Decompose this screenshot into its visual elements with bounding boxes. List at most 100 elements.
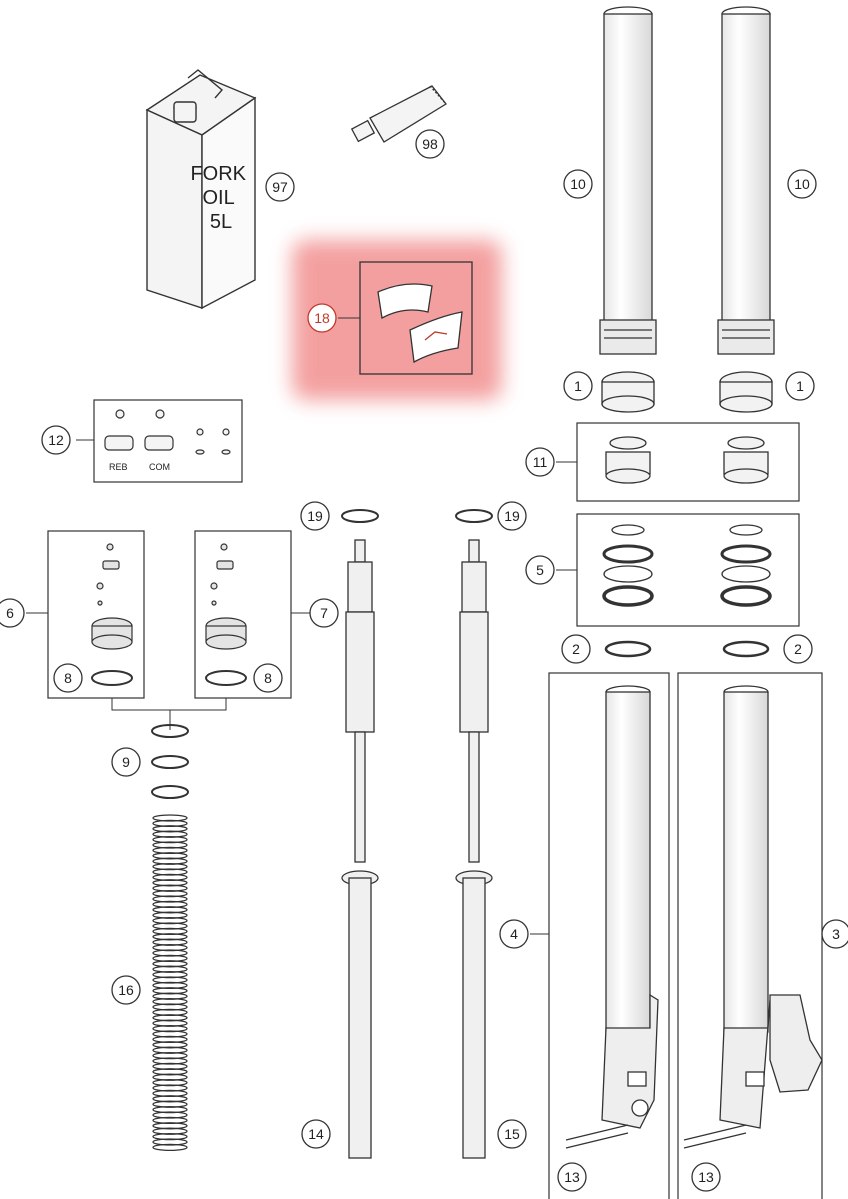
part-6-box (47, 530, 145, 699)
callout-number: 11 (533, 454, 548, 470)
leader-lines (26, 317, 824, 935)
callout-circle (821, 919, 848, 949)
spacers-9 (151, 724, 189, 799)
retaining-rings (604, 640, 770, 658)
callout-8[interactable]: 8 (253, 663, 283, 693)
callout-circle (111, 747, 141, 777)
callout-number: 19 (307, 508, 323, 524)
callout-5[interactable]: 5 (525, 555, 555, 585)
callout-circle (499, 919, 529, 949)
callout-circle (691, 1162, 721, 1192)
callout-circle (265, 172, 295, 202)
grease-tube (350, 85, 447, 143)
fork-spring (152, 814, 188, 1152)
callout-circle (309, 598, 339, 628)
callout-15[interactable]: 15 (497, 1119, 527, 1149)
seal-rings (602, 524, 772, 607)
callout-circle (563, 371, 593, 401)
callout-circle (783, 634, 813, 664)
callout-number: 13 (564, 1169, 580, 1185)
callout-number: 16 (118, 982, 134, 998)
leader-6-7 (111, 698, 227, 730)
callout-number: 3 (832, 926, 840, 942)
callout-7[interactable]: 7 (309, 598, 339, 628)
callout-number: 2 (572, 641, 580, 657)
callout-14[interactable]: 14 (301, 1119, 331, 1149)
callout-number: 97 (272, 179, 288, 195)
callout-97[interactable]: 97 (265, 172, 295, 202)
callout-number: 98 (422, 136, 438, 152)
inner-tube-left (565, 685, 659, 1149)
callout-13[interactable]: 13 (557, 1162, 587, 1192)
fork-oil-can (145, 69, 257, 310)
callout-circle (415, 129, 445, 159)
protector-rings (601, 371, 773, 413)
kit-label-com: COM (149, 462, 170, 472)
callout-11[interactable]: 11 (525, 447, 555, 477)
callout-8[interactable]: 8 (53, 663, 83, 693)
callout-number: 9 (122, 754, 130, 770)
callout-6[interactable]: 6 (0, 598, 25, 628)
callout-3[interactable]: 3 (821, 919, 848, 949)
callout-number: 4 (510, 926, 518, 942)
inner-tube-right (683, 685, 823, 1149)
callout-circle (557, 1162, 587, 1192)
cartridge-right (455, 509, 493, 1159)
callout-1[interactable]: 1 (785, 371, 815, 401)
outer-tube-left (599, 6, 657, 355)
callout-circle (787, 169, 817, 199)
dust-seals (605, 436, 769, 484)
callout-number: 7 (320, 605, 328, 621)
cartridge-left (341, 509, 379, 1159)
part-7-box (194, 530, 292, 699)
callout-number: 15 (504, 1126, 520, 1142)
callout-12[interactable]: 12 (41, 425, 71, 455)
callout-circle (0, 598, 25, 628)
callout-number: 13 (698, 1169, 714, 1185)
callout-number: 14 (308, 1126, 324, 1142)
callout-1[interactable]: 1 (563, 371, 593, 401)
cartridge-caps (91, 543, 247, 686)
callout-98[interactable]: 98 (415, 129, 445, 159)
callout-number: 8 (64, 670, 72, 686)
callout-circle (561, 634, 591, 664)
callout-number: 2 (794, 641, 802, 657)
callout-10[interactable]: 10 (563, 169, 593, 199)
callout-circle (785, 371, 815, 401)
callout-2[interactable]: 2 (561, 634, 591, 664)
callout-number: 10 (794, 176, 810, 192)
callout-4[interactable]: 4 (499, 919, 529, 949)
kit-label-reb: REB (109, 462, 128, 472)
callout-18[interactable]: 18 (307, 303, 337, 333)
part-4-box (548, 672, 670, 1199)
callout-number: 1 (574, 378, 582, 394)
can-label: FORK OIL 5L (190, 163, 251, 233)
callout-number: 8 (264, 670, 272, 686)
callout-circle (111, 975, 141, 1005)
callout-10[interactable]: 10 (787, 169, 817, 199)
callout-circle (301, 1119, 331, 1149)
callout-circle (497, 1119, 527, 1149)
highlight-zone-18 (292, 240, 502, 400)
part-18-kit (359, 261, 473, 375)
callout-13[interactable]: 13 (691, 1162, 721, 1192)
callout-9[interactable]: 9 (111, 747, 141, 777)
callout-circle (53, 663, 83, 693)
callout-2[interactable]: 2 (783, 634, 813, 664)
callout-16[interactable]: 16 (111, 975, 141, 1005)
callout-19[interactable]: 19 (300, 501, 330, 531)
callout-number: 5 (536, 562, 544, 578)
callout-circle (497, 501, 527, 531)
callout-circle (300, 501, 330, 531)
callout-19[interactable]: 19 (497, 501, 527, 531)
callout-number: 12 (48, 432, 64, 448)
outer-tube-right (717, 6, 775, 355)
callout-circle (525, 447, 555, 477)
callout-number: 6 (6, 605, 14, 621)
callout-number: 10 (570, 176, 586, 192)
callout-circle (563, 169, 593, 199)
callout-circle (253, 663, 283, 693)
part-12-kit (93, 399, 243, 483)
